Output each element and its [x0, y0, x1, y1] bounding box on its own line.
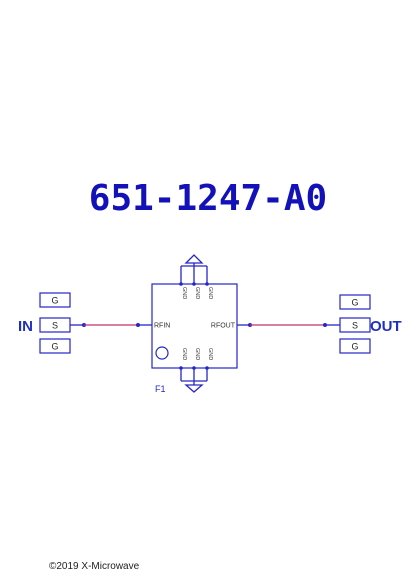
- bottom-gnd-pin-label-1: GND: [181, 348, 187, 360]
- input-ground-pad-bottom-label: G: [51, 342, 58, 352]
- output-ground-pad-bottom[interactable]: [339, 338, 371, 354]
- pin1-marker-icon: [155, 346, 169, 360]
- bottom-ground-arrow-icon: [184, 381, 204, 393]
- output-trace: [237, 323, 340, 327]
- bottom-gnd-pin-label-2: GND: [194, 348, 200, 360]
- input-ground-pad-top-label: G: [51, 296, 58, 306]
- rfout-pin-label: RFOUT: [211, 323, 236, 330]
- bottom-gnd-dot-1: [179, 366, 183, 370]
- top-gnd-dot-2: [192, 282, 196, 286]
- top-gnd-pin-label-3: GND: [207, 287, 213, 299]
- filter-component[interactable]: RFIN RFOUT GND GND GND GND: [151, 254, 238, 393]
- output-ground-pad-top[interactable]: [339, 294, 371, 310]
- top-ground-arrow-icon: [184, 254, 204, 266]
- input-ground-pad-bottom[interactable]: [39, 338, 71, 354]
- part-number-title: 651-1247-A0: [88, 178, 328, 219]
- top-gnd-pins: GND GND GND: [179, 254, 213, 299]
- top-gnd-dot-3: [205, 282, 209, 286]
- input-trace: [70, 323, 152, 327]
- input-ground-pad-top[interactable]: [39, 292, 71, 308]
- output-connector: G S G OUT: [339, 294, 402, 354]
- input-connector: G S G IN: [18, 292, 71, 354]
- output-signal-pad-label: S: [352, 321, 358, 331]
- top-gnd-dot-1: [179, 282, 183, 286]
- copyright-footer: ©2019 X-Microwave: [49, 561, 140, 572]
- bottom-gnd-pins: GND GND GND: [179, 348, 213, 393]
- output-ground-pad-bottom-label: G: [351, 342, 358, 352]
- rfin-pin-label: RFIN: [154, 323, 170, 330]
- bottom-gnd-dot-3: [205, 366, 209, 370]
- component-reference-designator: F1: [155, 384, 166, 394]
- output-ground-pad-top-label: G: [351, 298, 358, 308]
- input-port-label: IN: [18, 318, 33, 335]
- bottom-gnd-pin-label-3: GND: [207, 348, 213, 360]
- input-signal-pad-label: S: [52, 321, 58, 331]
- top-gnd-pin-label-1: GND: [181, 287, 187, 299]
- bottom-gnd-dot-2: [192, 366, 196, 370]
- top-gnd-pin-label-2: GND: [194, 287, 200, 299]
- output-port-label: OUT: [370, 318, 402, 335]
